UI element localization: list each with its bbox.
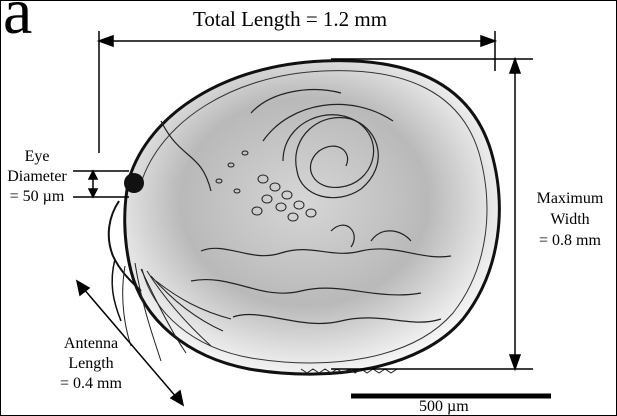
total-length-label: Total Length = 1.2 mm bbox=[193, 9, 387, 30]
compound-eye bbox=[124, 173, 144, 193]
scale-bar-label: 500 µm bbox=[419, 399, 469, 415]
eye-diameter-dimension bbox=[73, 171, 129, 197]
eye-diameter-label: Eye Diameter = 50 µm bbox=[1, 147, 73, 207]
maximum-width-label: Maximum Width = 0.8 mm bbox=[523, 188, 617, 251]
panel-label: a bbox=[3, 0, 32, 45]
antenna-length-label: Antenna Length = 0.4 mm bbox=[43, 334, 139, 394]
